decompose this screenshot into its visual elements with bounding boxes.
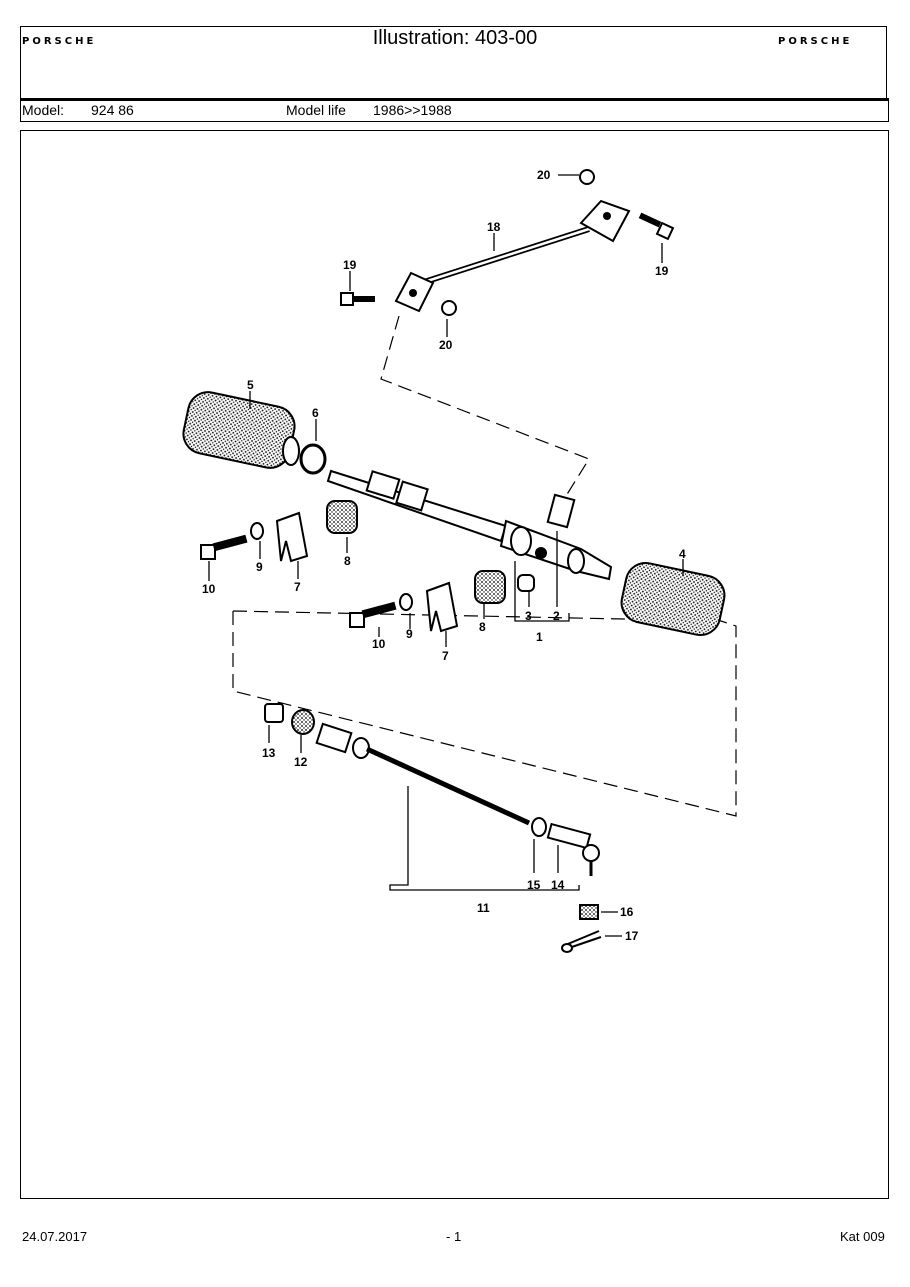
callout-17: 17	[625, 929, 639, 943]
model-row: Model: 924 86 Model life 1986>>1988	[20, 101, 889, 122]
porsche-logo-left: PORSCHE	[22, 36, 97, 47]
callout-18: 18	[487, 220, 501, 234]
rack-housing	[326, 469, 613, 581]
footer-page-number: - 1	[446, 1229, 462, 1244]
bellows-left	[182, 391, 300, 469]
callout-2: 2	[553, 609, 560, 623]
callout-4: 4	[679, 547, 686, 561]
header-divider	[20, 98, 889, 101]
bracket-7-upper	[275, 511, 309, 563]
callout-6: 6	[312, 406, 319, 420]
illustration-frame: 20 18 19 19 20 5 6 4 8 9 7 10 3 2 8 9 1 …	[20, 130, 889, 1199]
callout-10-upper: 10	[202, 582, 216, 596]
cap-3	[517, 574, 535, 592]
callout-15: 15	[527, 878, 541, 892]
model-life-value: 1986>>1988	[373, 102, 452, 118]
castle-nut-16	[579, 904, 599, 920]
washer-9-upper	[250, 522, 264, 540]
header-box	[20, 26, 887, 98]
bracket-7-lower	[425, 581, 459, 633]
callout-20-middle: 20	[439, 338, 453, 352]
clamp-6	[299, 443, 327, 475]
nut-13	[264, 703, 284, 723]
model-label: Model:	[22, 102, 65, 118]
washer-9-lower	[399, 593, 413, 611]
tie-rod-end	[546, 822, 600, 876]
callout-19-left: 19	[343, 258, 357, 272]
callout-1: 1	[536, 630, 543, 644]
footer-catalog: Kat 009	[840, 1229, 885, 1244]
callout-13: 13	[262, 746, 276, 760]
bolt-10-upper	[200, 534, 248, 560]
rubber-mount-8-lower	[474, 570, 506, 604]
callout-3: 3	[525, 609, 532, 623]
callout-12: 12	[294, 755, 308, 769]
callout-9-upper: 9	[256, 560, 263, 574]
footer-date: 24.07.2017	[22, 1229, 88, 1244]
model-value: 924 86	[91, 102, 134, 118]
callout-8-upper: 8	[344, 554, 351, 568]
callout-20-top: 20	[537, 168, 551, 182]
page-title: Illustration: 403-00	[372, 27, 538, 49]
callout-9-lower: 9	[406, 627, 413, 641]
callout-8-lower: 8	[479, 620, 486, 634]
bellows-right	[620, 561, 726, 637]
callout-14: 14	[551, 878, 565, 892]
nut-20-top	[579, 169, 595, 185]
callout-7-upper: 7	[294, 580, 301, 594]
bolt-10-lower	[349, 601, 397, 628]
callout-16: 16	[620, 905, 634, 919]
callout-11: 11	[477, 901, 490, 915]
callout-7-lower: 7	[442, 649, 449, 663]
leader-lines	[208, 174, 684, 937]
bolt-19-left	[340, 292, 375, 306]
porsche-logo-right: PORSCHE	[778, 36, 853, 47]
model-life-label: Model life	[286, 102, 346, 118]
intermediate-shaft	[394, 199, 631, 313]
rubber-mount-8-upper	[326, 500, 358, 534]
nut-20-middle	[441, 300, 457, 316]
tie-rod	[315, 722, 531, 826]
callout-19-right: 19	[655, 264, 669, 278]
callout-5: 5	[247, 378, 254, 392]
steering-rack-exploded-diagram: 20 18 19 19 20 5 6 4 8 9 7 10 3 2 8 9 1 …	[182, 168, 737, 953]
bolt-19-right	[638, 212, 675, 241]
callout-10-lower: 10	[372, 637, 386, 651]
nut-15	[531, 817, 547, 837]
bush-12	[291, 709, 315, 735]
